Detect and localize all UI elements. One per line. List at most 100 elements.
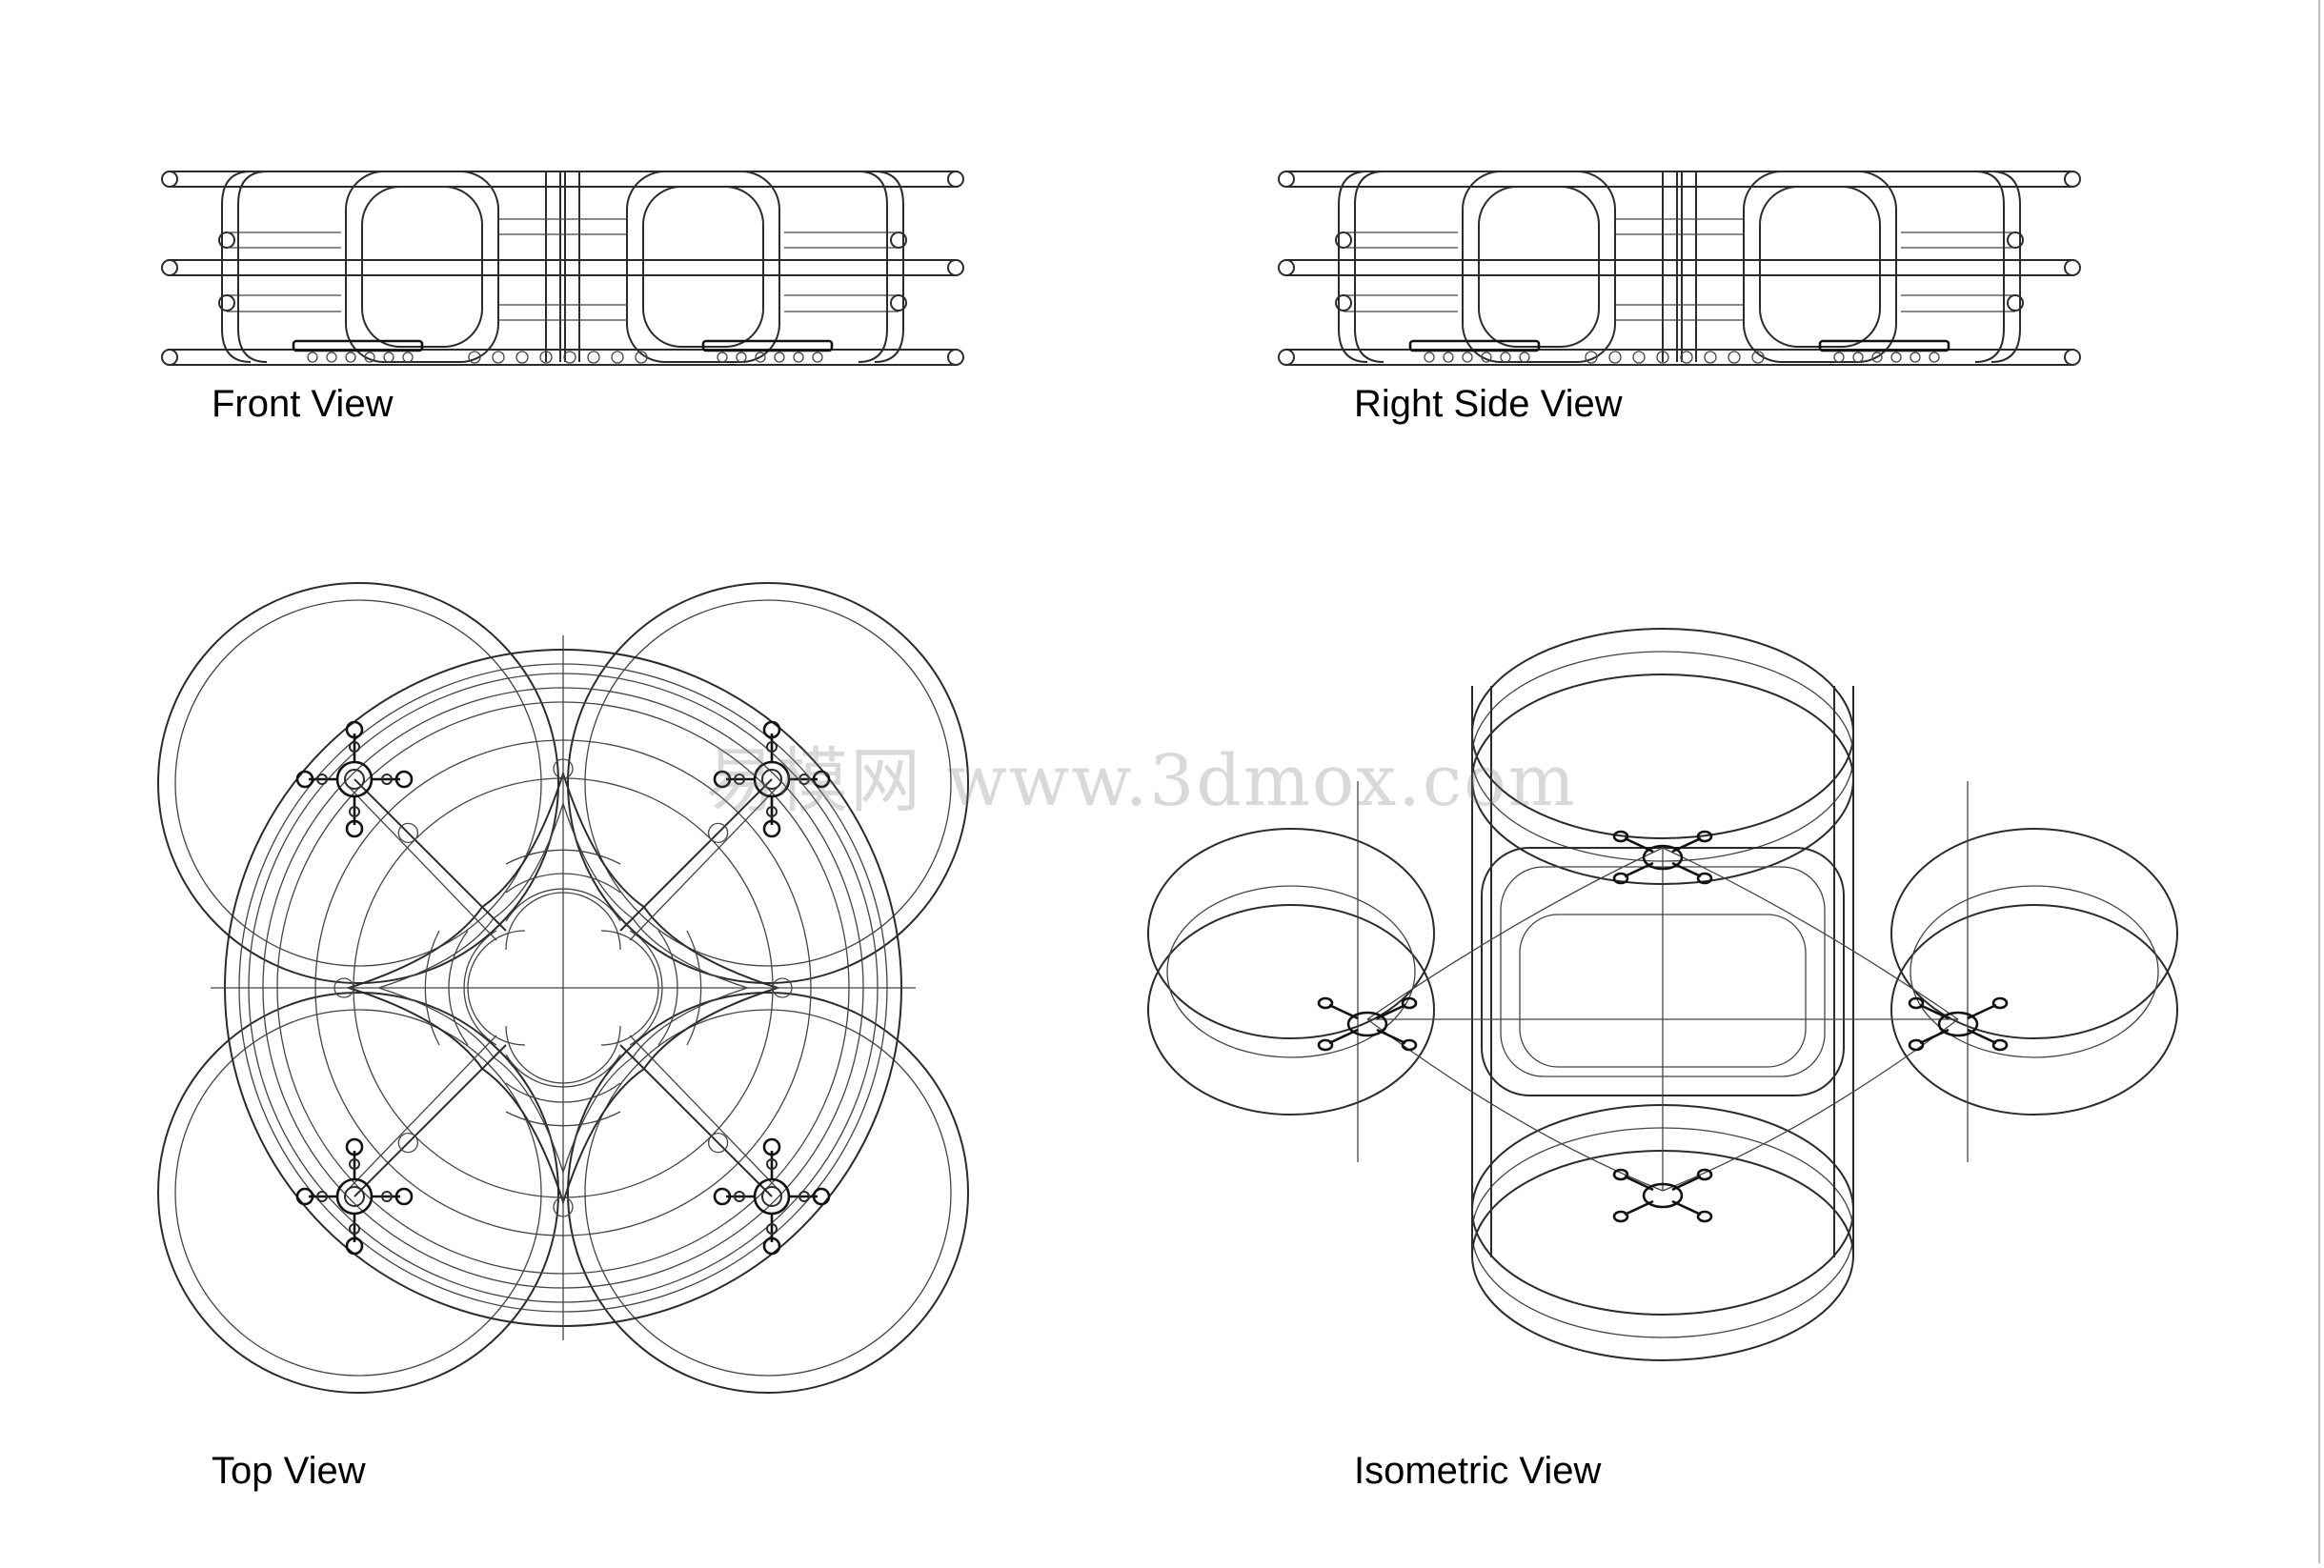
iso-arm <box>1662 847 1959 1020</box>
motor-screw <box>762 720 781 739</box>
iso-motor-arm <box>1671 1175 1702 1192</box>
screw-head <box>364 352 375 363</box>
motor-screw <box>394 1187 414 1206</box>
screw-head <box>402 352 414 363</box>
tube-joint <box>492 351 505 364</box>
iso-motor-hub <box>1937 1011 1979 1037</box>
iso-side-loop <box>1166 885 1416 1058</box>
screw-head <box>1424 352 1435 363</box>
outer-hoop <box>874 171 904 363</box>
screw-head <box>326 352 337 363</box>
arm <box>629 1035 780 1192</box>
motor-screw <box>762 1137 781 1156</box>
outer-hoop <box>858 171 888 363</box>
tube-end <box>1278 259 1295 276</box>
tube-joint <box>553 1196 574 1217</box>
motor-screw <box>316 774 328 785</box>
iso-arm <box>1366 1018 1664 1192</box>
iso-motor-screw <box>1612 872 1629 885</box>
tube-joint <box>397 1132 419 1154</box>
tube-joint <box>1751 351 1765 364</box>
iso-motor-arm <box>1624 1199 1654 1216</box>
petal-loop-inner <box>174 599 542 967</box>
tube-joint <box>587 351 600 364</box>
iso-motor-arm <box>1671 861 1702 878</box>
tube-end <box>161 349 178 366</box>
motor-screw <box>345 819 364 838</box>
iso-motor-arm <box>1624 1175 1654 1192</box>
iso-motor-screw <box>1317 996 1334 1010</box>
iso-arm <box>1366 847 1664 1020</box>
iso-motor-screw <box>1696 830 1713 843</box>
screw-head <box>812 352 823 363</box>
arm <box>346 1035 497 1192</box>
tube-joint <box>707 1132 729 1154</box>
inner-hoop <box>626 171 780 363</box>
petal-loop-inner <box>584 1009 952 1377</box>
screw-head <box>1443 352 1454 363</box>
iso-motor-screw <box>1991 996 2009 1010</box>
iso-side-loop <box>1890 828 2178 1039</box>
tube-end <box>161 171 178 188</box>
motor-screw <box>762 1236 781 1256</box>
tube-end <box>2007 294 2024 312</box>
tube-end <box>161 259 178 276</box>
motor-plate <box>1408 339 1541 352</box>
tube-joint <box>468 351 481 364</box>
petal-loop <box>567 582 969 984</box>
inner-hoop <box>361 186 483 348</box>
motor-screw <box>713 1187 732 1206</box>
isometric-view-drawing <box>1147 628 2178 1361</box>
inner-hoop <box>1759 186 1881 348</box>
motor-plate <box>701 339 834 352</box>
tube-end <box>947 259 964 276</box>
screw-head <box>1500 352 1511 363</box>
petal-loop <box>157 582 559 984</box>
screw-head <box>383 352 394 363</box>
screw-head <box>736 352 747 363</box>
iso-motor-arm <box>1919 1028 1950 1045</box>
front-view-drawing <box>161 171 964 366</box>
motor-plate <box>1818 339 1950 352</box>
arm <box>619 778 773 932</box>
arm <box>346 784 497 941</box>
screw-head <box>1481 352 1492 363</box>
arm <box>354 778 507 932</box>
motor-screw <box>766 806 778 817</box>
iso-side-loop <box>1890 904 2178 1116</box>
outer-hoop <box>1991 171 2021 363</box>
iso-motor-hub <box>1346 1011 1388 1037</box>
screw-head <box>1890 352 1902 363</box>
motor-screw <box>762 819 781 838</box>
motor-screw <box>316 1191 328 1202</box>
inner-hoop <box>1743 171 1897 363</box>
iso-motor-arm <box>1376 1028 1406 1045</box>
outer-hoop <box>237 171 268 363</box>
motor-screw <box>798 774 810 785</box>
iso-motor-screw <box>1612 830 1629 843</box>
screw-head <box>1833 352 1845 363</box>
screw-head <box>1462 352 1473 363</box>
iso-motor-arm <box>1328 1003 1359 1020</box>
motor-screw <box>345 1236 364 1256</box>
motor-screw <box>394 770 414 789</box>
iso-motor-hub <box>1642 844 1684 871</box>
iso-motor-screw <box>1401 1038 1418 1052</box>
screw-head <box>1519 352 1530 363</box>
motor-shaft <box>344 769 365 790</box>
iso-motor-screw <box>1696 1168 1713 1181</box>
iso-motor-screw <box>1696 872 1713 885</box>
tube-joint <box>563 351 576 364</box>
outer-hoop <box>1974 171 2005 363</box>
tube-joint <box>707 822 729 844</box>
petal-loop <box>567 992 969 1394</box>
watermark: 易模网 www.3dmox.com <box>705 740 1577 822</box>
tube-joint <box>1585 351 1598 364</box>
screw-head <box>1929 352 1940 363</box>
screw-head <box>307 352 318 363</box>
screw-head <box>755 352 766 363</box>
motor-screw <box>295 1187 314 1206</box>
tube-joint <box>611 351 624 364</box>
iso-motor-arm <box>1671 1199 1702 1216</box>
